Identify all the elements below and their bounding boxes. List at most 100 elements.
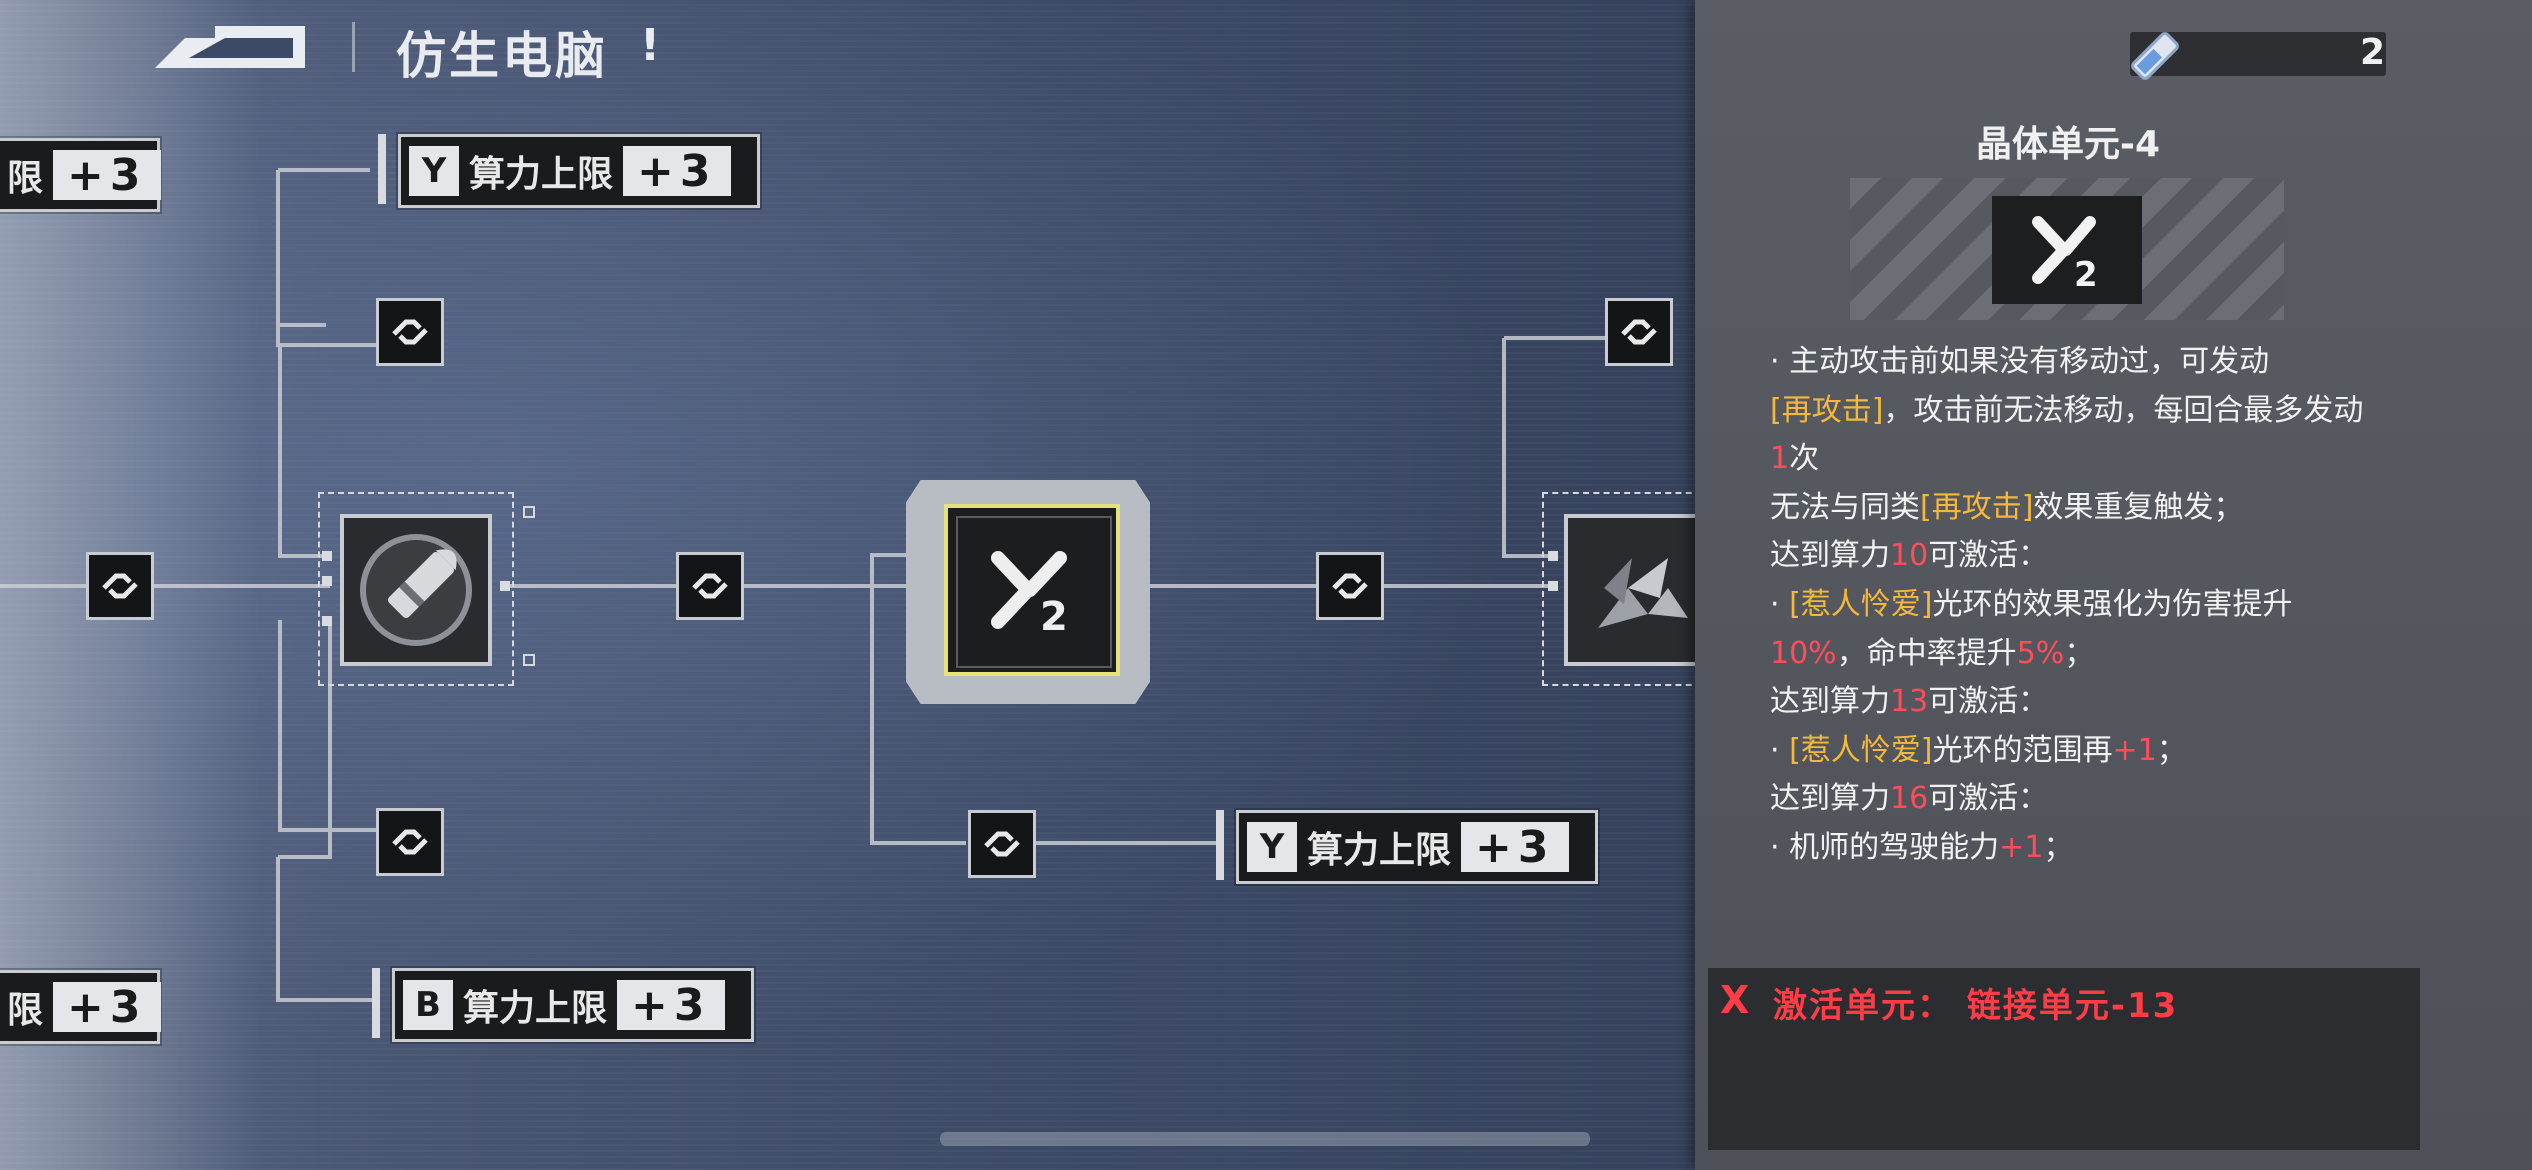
page-title: 仿生电脑 [396,27,608,85]
tag-value: +3 [623,146,731,197]
connection-lines [0,168,1605,1002]
crystal-x2-icon: 2 [991,551,1068,640]
bullet-shield-icon [360,534,472,646]
top-bar: 仿生电脑 ! [0,0,1700,100]
crystal-x2-icon: 2 [2032,216,2098,295]
link-node[interactable] [376,808,444,876]
number-text: 1 [1770,441,1790,477]
description-line: 无法与同类[再攻击]效果重复触发； [1770,484,2430,533]
core-node-left[interactable] [340,514,492,666]
plain-text: ； [2043,829,2074,865]
description-line: 10%，命中率提升5%； [1770,630,2430,679]
tag-label: 限 [7,990,44,1031]
core-node-frame [318,492,514,686]
plain-text: 效果重复触发； [2033,489,2244,525]
tag-label: 算力上限 [463,988,608,1029]
keyword-text: [再攻击] [1920,489,2034,525]
plain-text: ，命中率提升 [1836,635,2017,671]
locked-x-icon: X [1720,978,1750,1022]
plain-text: · 机师的驾驶能力 [1770,829,2000,865]
shatter-arrows-icon [1598,558,1688,628]
tag-label: 算力上限 [469,154,614,195]
plain-text: 无法与同类 [1770,489,1920,525]
chain-link-icon [392,319,428,345]
svg-text:2: 2 [2074,255,2098,295]
unit-title: 晶体单元-4 [1976,124,2160,165]
core-node-center[interactable]: 2 [944,504,1120,676]
requirement-value: 链接单元-13 [1966,986,2179,1026]
bonus-tag-partial-top[interactable]: 限 +3 [0,138,161,212]
bonus-tag-top[interactable]: Y 算力上限 +3 [398,134,760,208]
number-text: 10 [1890,538,1929,574]
requirement-label: 激活单元： [1773,986,1953,1026]
description-line: · 机师的驾驶能力+1； [1770,824,2430,873]
scroll-indicator[interactable] [940,1132,1590,1146]
plain-text: 达到算力 [1770,538,1890,574]
plain-text: 达到算力 [1770,781,1890,817]
link-node[interactable] [376,298,444,366]
y-rune-icon: Y [1247,822,1297,872]
bonus-tag-partial-bottom[interactable]: 限 +3 [0,970,161,1044]
frame-corner [523,654,535,666]
resource-count: 2 [2360,32,2386,73]
link-node[interactable] [86,552,154,620]
plain-text: 光环的范围再 [1932,732,2113,768]
number-text: +1 [1999,829,2044,865]
core-node-right[interactable] [1564,514,1704,666]
alert-mark[interactable]: ! [640,20,661,71]
chain-link-icon [1621,319,1657,345]
link-node[interactable] [1605,298,1673,366]
link-node[interactable] [968,810,1036,878]
plain-text: · 主动攻击前如果没有移动过，可发动 [1770,344,2270,379]
plain-text: 次 [1789,441,1820,477]
plain-text: 可激活： [1928,538,2049,574]
bonus-tag-center[interactable]: Y 算力上限 +3 [1236,810,1598,884]
frame-corner [523,506,535,518]
tag-edge [1216,810,1224,880]
chain-link-icon [692,573,728,599]
link-node[interactable] [1316,552,1384,620]
chain-link-icon [102,573,138,599]
description-line: [再攻击]，攻击前无法移动，每回合最多发动 [1770,387,2430,436]
description-line: 达到算力16可激活： [1770,775,2430,824]
plain-text: 可激活： [1928,781,2049,817]
description-line: · [惹人怜爱]光环的范围再+1； [1770,727,2430,776]
bonus-tag-bottom[interactable]: B 算力上限 +3 [392,968,754,1042]
plain-text: 达到算力 [1770,684,1890,720]
keyword-text: [惹人怜爱] [1789,732,1933,768]
tag-edge [378,134,386,204]
svg-text:2: 2 [1040,594,1068,640]
tag-value: +3 [53,150,161,201]
number-text: +1 [2112,732,2157,768]
number-text: 16 [1890,781,1929,817]
keyword-text: [再攻击] [1770,392,1884,428]
tag-value: +3 [1461,822,1569,873]
tag-label: 算力上限 [1307,830,1452,871]
back-button[interactable] [155,18,315,76]
tag-edge [372,968,380,1038]
plain-text: · [1770,732,1790,768]
plain-text: 可激活： [1928,684,2049,720]
plain-text: 光环的效果强化为伤害提升 [1932,586,2293,622]
description-line: 1次 [1770,435,2430,484]
y-rune-icon: Y [409,146,459,196]
back-arrow-icon [155,26,305,68]
chain-link-icon [392,829,428,855]
title-divider [352,22,355,72]
plain-text: · [1770,586,1790,622]
chain-link-icon [1332,573,1368,599]
crystal-vial-icon [2125,26,2185,86]
requirement-box [1708,968,2420,1150]
number-text: 13 [1890,684,1929,720]
plain-text: ，攻击前无法移动，每回合最多发动 [1883,392,2364,428]
description-line: · 主动攻击前如果没有移动过，可发动 [1770,338,2430,387]
link-node[interactable] [676,552,744,620]
number-text: 10% [1770,635,1837,671]
chain-link-icon [984,831,1020,857]
description-line: 达到算力10可激活： [1770,532,2430,581]
plain-text: ； [2156,732,2187,768]
b-rune-icon: B [403,980,453,1030]
description-line: · [惹人怜爱]光环的效果强化为伤害提升 [1770,581,2430,630]
keyword-text: [惹人怜爱] [1789,586,1933,622]
